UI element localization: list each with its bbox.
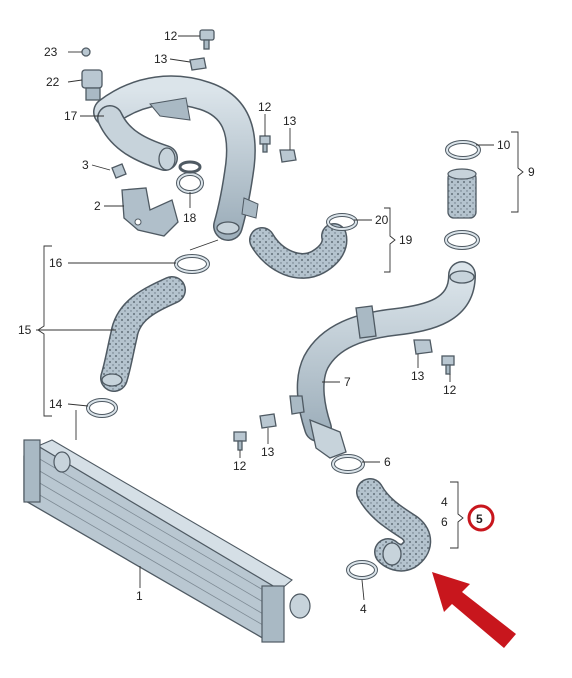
callout-18: 18 — [183, 211, 197, 225]
callout-23: 23 — [44, 45, 58, 59]
leader-lines — [36, 35, 494, 601]
callout-9: 9 — [528, 165, 535, 179]
charge-pipe-7 — [289, 261, 476, 459]
right-fasteners — [233, 339, 455, 451]
callout-4: 4 — [360, 602, 367, 616]
hose-15 — [86, 254, 210, 418]
callout-10: 10 — [497, 138, 511, 152]
callout-17: 17 — [64, 109, 78, 123]
intercooler — [23, 439, 311, 643]
pressure-sensor — [81, 47, 103, 101]
callout-13-top: 13 — [154, 52, 168, 66]
upper-charge-pipe — [93, 75, 259, 241]
hose-19 — [249, 213, 358, 279]
highlight-circle-icon — [467, 504, 495, 532]
callout-13-low: 13 — [261, 445, 275, 459]
callout-2: 2 — [94, 199, 101, 213]
callout-7: 7 — [344, 375, 351, 389]
top-fasteners — [189, 29, 297, 163]
hose-9 — [444, 140, 481, 250]
callout-13-right: 13 — [411, 369, 425, 383]
callout-6-group: 6 — [441, 515, 448, 529]
callout-15: 15 — [18, 323, 32, 337]
callout-12-mid: 12 — [258, 100, 272, 114]
hose-5 — [331, 454, 432, 580]
callout-6: 6 — [384, 455, 391, 469]
callout-labels: 23 22 17 3 2 18 12 13 12 13 10 9 20 19 1… — [18, 29, 535, 616]
group-braces — [37, 131, 524, 549]
callout-20: 20 — [375, 213, 389, 227]
callout-22: 22 — [46, 75, 60, 89]
callout-13-mid: 13 — [283, 114, 297, 128]
callout-12-low: 12 — [233, 459, 247, 473]
callout-12-top: 12 — [164, 29, 178, 43]
callout-19: 19 — [399, 233, 413, 247]
callout-14: 14 — [49, 397, 63, 411]
callout-3: 3 — [82, 158, 89, 172]
callout-12-right: 12 — [443, 383, 457, 397]
callout-1: 1 — [136, 589, 143, 603]
callout-16: 16 — [49, 256, 63, 270]
callout-4-group: 4 — [441, 495, 448, 509]
callout-5: 5 — [476, 512, 483, 526]
arrow-indicator-icon — [432, 572, 516, 648]
